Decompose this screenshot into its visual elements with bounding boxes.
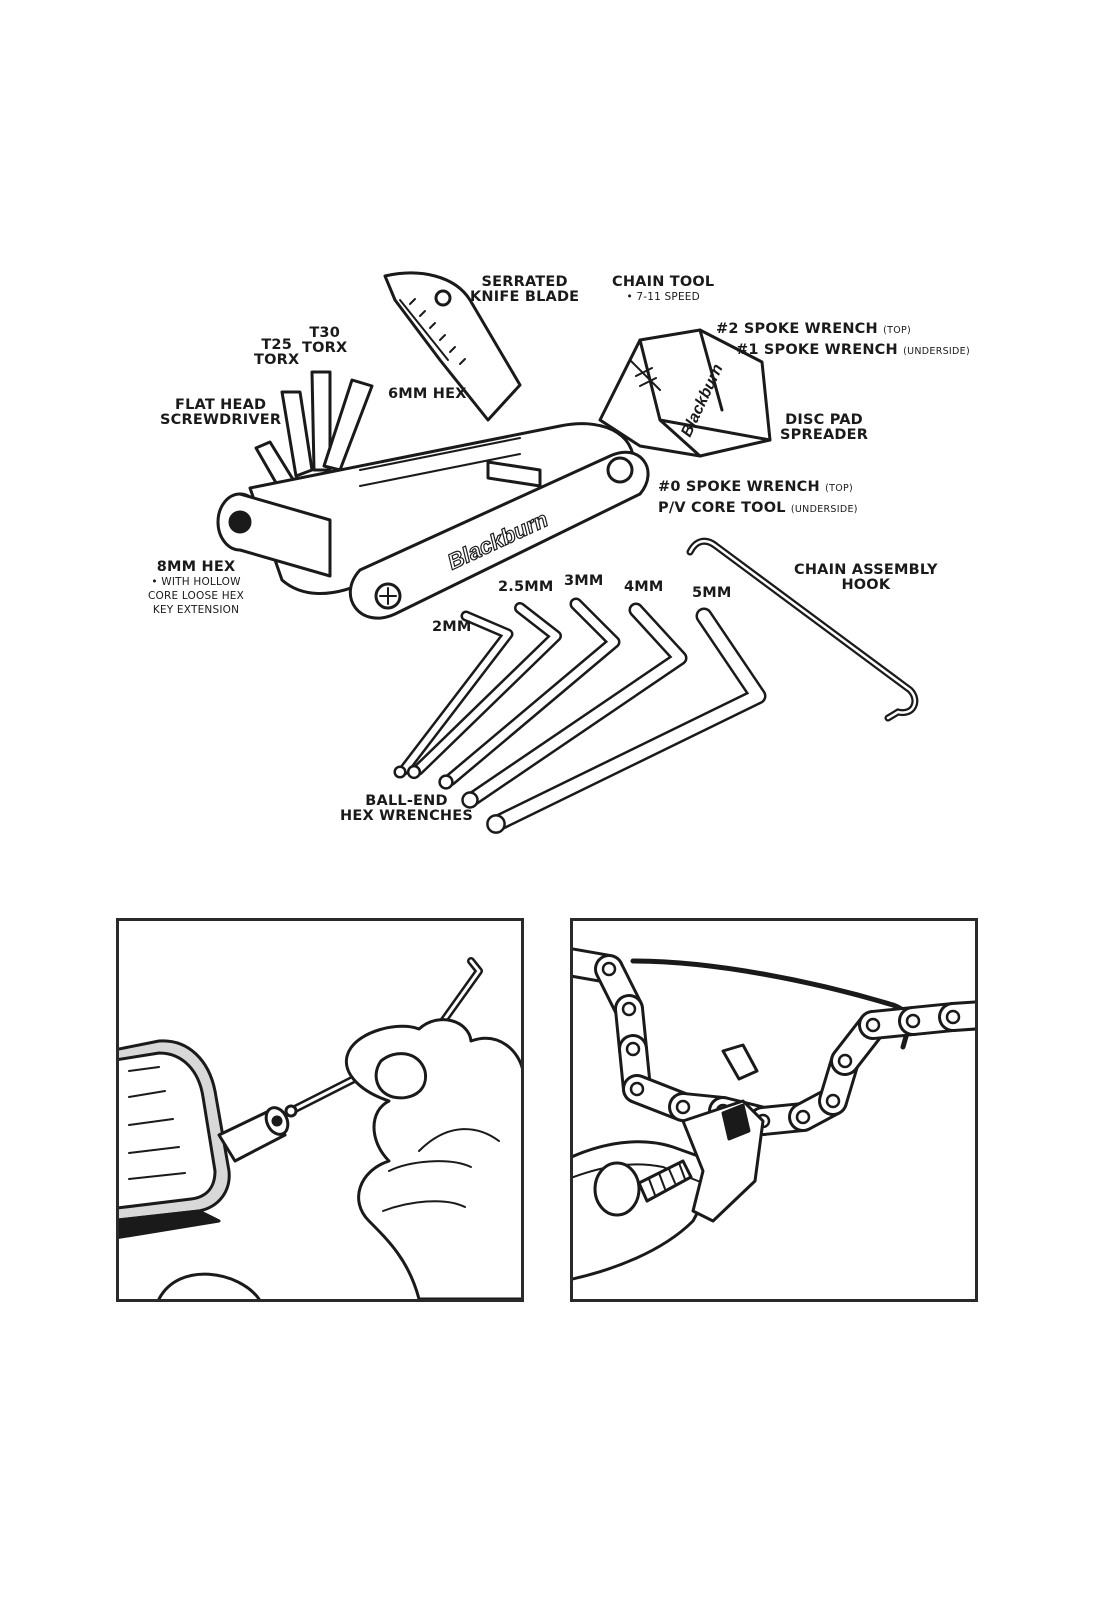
chain-rivet	[795, 1109, 811, 1125]
chain-rivet	[675, 1099, 691, 1115]
chain-rivet	[601, 961, 617, 977]
label-5mm: 5MM	[692, 585, 732, 601]
label-spoke-wrench-1: #1 SPOKE WRENCH (UNDERSIDE)	[736, 342, 970, 358]
label-spoke-wrench-0: #0 SPOKE WRENCH (TOP)	[658, 479, 854, 495]
ball-end-hex-wrenches	[393, 597, 767, 834]
hex-extension-illustration	[119, 957, 521, 1299]
multitool-illustration: Blackburn Blackburn	[216, 271, 919, 834]
bicycle-chain	[573, 947, 975, 1136]
label-4mm: 4MM	[624, 579, 664, 595]
label-chain-tool: CHAIN TOOL• 7-11 SPEED	[612, 274, 715, 304]
tool-front-plate	[348, 450, 650, 620]
chain-rivet	[625, 1041, 641, 1057]
chain-rivet	[629, 1081, 645, 1097]
chain-rivet	[945, 1009, 961, 1025]
hex-8mm	[216, 492, 332, 578]
label-spoke-wrench-2: #2 SPOKE WRENCH (TOP)	[716, 321, 912, 337]
chain-rivet	[837, 1053, 853, 1069]
serrated-knife-blade	[383, 271, 522, 422]
label-pv-core-tool: P/V CORE TOOL (UNDERSIDE)	[658, 500, 858, 516]
label-3mm: 3MM	[564, 573, 604, 589]
chain-tool	[598, 328, 772, 458]
label-8mm-hex: 8MM HEX • WITH HOLLOW CORE LOOSE HEX KEY…	[148, 559, 245, 617]
chain-rivet	[865, 1017, 881, 1033]
chain-rivet	[621, 1001, 637, 1017]
label-6mm-hex: 6MM HEX	[388, 386, 467, 402]
panel-chain-tool	[570, 918, 978, 1302]
chain-tool-illustration	[573, 947, 975, 1281]
label-2-5mm: 2.5MM	[498, 579, 554, 595]
chain-rivet	[825, 1093, 841, 1109]
label-2mm: 2MM	[432, 619, 472, 635]
panel-hex-extension	[116, 918, 524, 1302]
chain-rivet	[905, 1013, 921, 1029]
